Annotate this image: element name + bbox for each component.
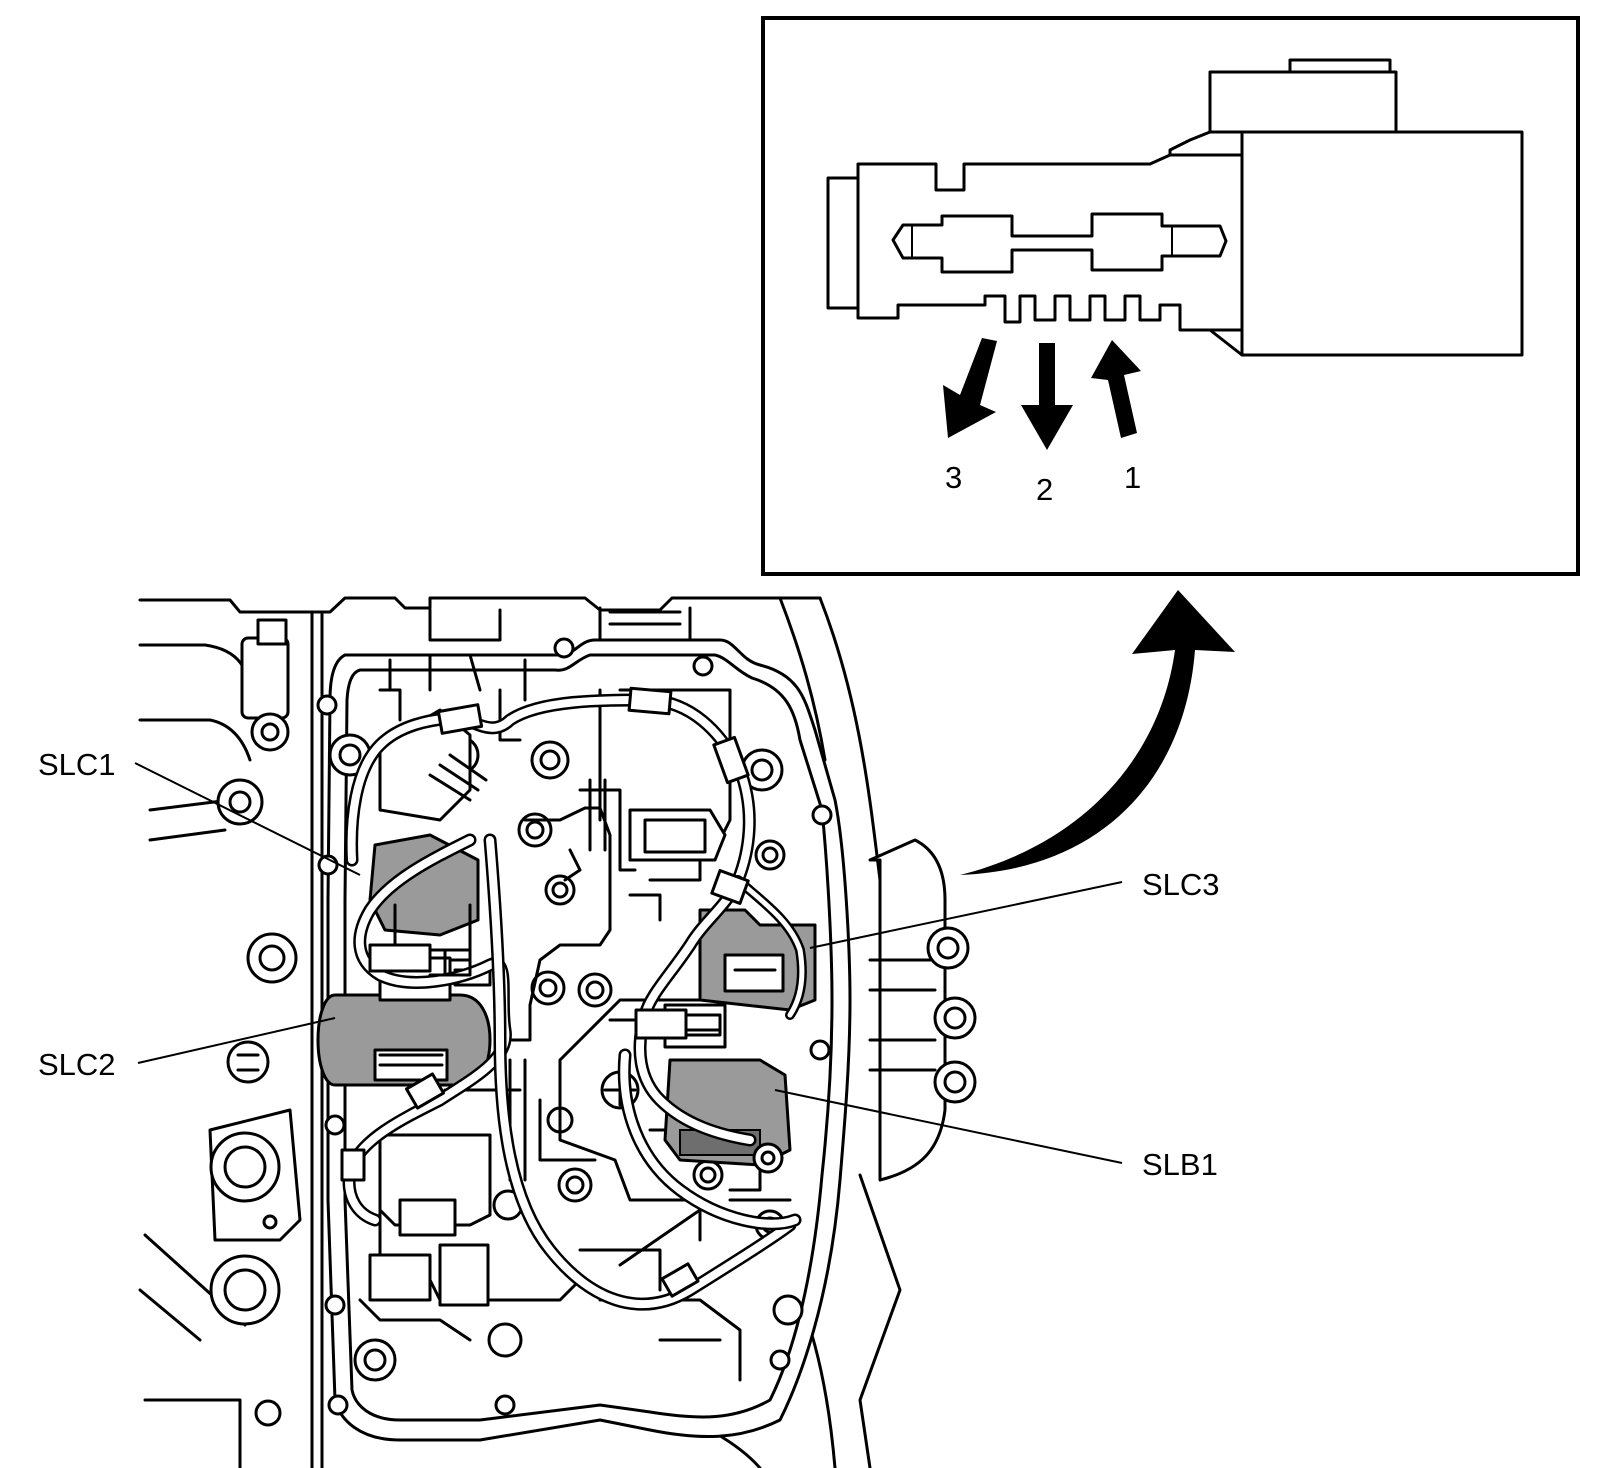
flange-bolts: [926, 926, 977, 1104]
detail-pointer-arrow-icon: [960, 590, 1235, 875]
flow-arrows: [943, 338, 1141, 450]
slc2-label: SLC2: [38, 1047, 116, 1082]
valve-body-assembly: [138, 596, 977, 1468]
slb1-leader-line: [774, 1089, 1123, 1164]
slc2-leader-line: [137, 1017, 336, 1064]
transmission-case: [138, 596, 947, 1468]
slc3-leader-line: [809, 881, 1123, 949]
wiring-harness: [340, 686, 807, 1311]
port-3-arrow-icon: [943, 338, 997, 438]
plate-bolt-holes: [316, 637, 833, 1416]
case-bolt-bosses: [208, 618, 302, 1427]
slc3-label: SLC3: [1142, 867, 1220, 902]
port-1-label: 1: [1124, 460, 1141, 495]
callouts: SLC1 SLC2 SLC3 SLB1: [38, 747, 1220, 1182]
solenoid-slc2: [316, 956, 492, 1087]
solenoid-coil-housing: [1148, 58, 1524, 357]
solenoid-detail-inset: 3 2 1: [761, 16, 1580, 576]
solenoid-slc1: [368, 708, 488, 962]
slb1-label: SLB1: [1142, 1147, 1218, 1182]
spool-valve: [891, 212, 1228, 274]
slc1-leader-line: [134, 762, 361, 876]
port-2-label: 2: [1036, 472, 1053, 507]
port-3-label: 3: [945, 460, 962, 495]
port-1-arrow-icon: [1091, 340, 1141, 438]
slc1-label: SLC1: [38, 747, 116, 782]
port-2-arrow-icon: [1021, 343, 1073, 450]
solenoid-lower-left: [368, 1133, 492, 1307]
solenoid-slc3: [628, 808, 817, 1012]
